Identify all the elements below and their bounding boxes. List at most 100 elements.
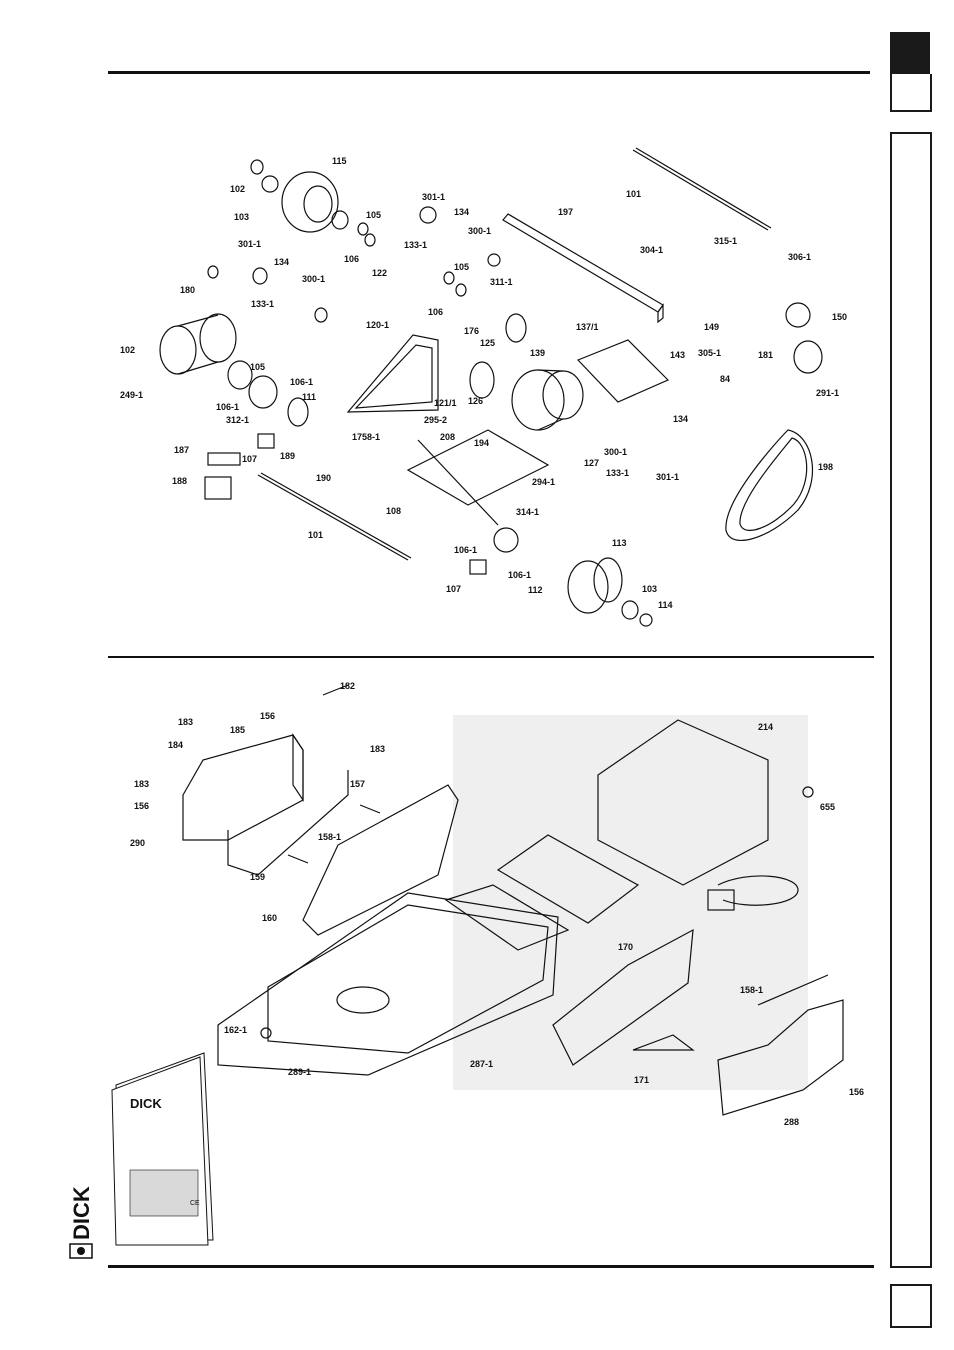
part-label: 156 — [260, 711, 275, 721]
part-label: 198 — [818, 462, 833, 472]
part-label: 162-1 — [224, 1025, 247, 1035]
part-label: 183 — [370, 744, 385, 754]
part-label: 249-1 — [120, 390, 143, 400]
page-number-box — [890, 1284, 932, 1328]
part-label: 125 — [480, 338, 495, 348]
part-label: 655 — [820, 802, 835, 812]
part-label: 149 — [704, 322, 719, 332]
part-label: 190 — [316, 473, 331, 483]
part-label: 134 — [454, 207, 469, 217]
part-label: 84 — [720, 374, 730, 384]
part-label: 133-1 — [606, 468, 629, 478]
part-label: 158-1 — [740, 985, 763, 995]
part-label: 105 — [250, 362, 265, 372]
part-label: 112 — [528, 585, 543, 595]
part-label: 103 — [234, 212, 249, 222]
part-label: 176 — [464, 326, 479, 336]
part-label: 295-2 — [424, 415, 447, 425]
part-label: 182 — [340, 681, 355, 691]
part-label: 113 — [612, 538, 627, 548]
part-label: 106-1 — [290, 377, 313, 387]
part-label: 114 — [658, 600, 673, 610]
part-label: 105 — [366, 210, 381, 220]
part-label: 133-1 — [251, 299, 274, 309]
logo-emblem-icon — [69, 1243, 93, 1259]
part-label: 111 — [302, 392, 316, 402]
part-label: 107 — [446, 584, 461, 594]
part-label: 101 — [626, 189, 641, 199]
part-label: 188 — [172, 476, 187, 486]
part-label: 139 — [530, 348, 545, 358]
part-label: 184 — [168, 740, 183, 750]
part-label: 305-1 — [698, 348, 721, 358]
logo-emblem-dot — [77, 1247, 85, 1255]
side-index-bar — [890, 132, 932, 1268]
bottom-rule — [108, 1265, 874, 1268]
part-label: 180 — [180, 285, 195, 295]
part-label: 185 — [230, 725, 245, 735]
part-label: 106 — [428, 307, 443, 317]
part-label: 133-1 — [404, 240, 427, 250]
part-label: 106 — [344, 254, 359, 264]
bottom-exploded-diagram: DICK CE 182 183 185 156 214 184 183 157 … — [111, 681, 864, 1246]
top-rule — [108, 71, 870, 74]
part-label: 183 — [134, 779, 149, 789]
part-label: 160 — [262, 913, 277, 923]
part-label: 312-1 — [226, 415, 249, 425]
part-label: 108 — [386, 506, 401, 516]
section-tab-empty — [890, 74, 932, 112]
part-label: 311-1 — [490, 277, 513, 287]
part-label: 120-1 — [366, 320, 389, 330]
part-label: 150 — [832, 312, 847, 322]
part-label: 300-1 — [604, 447, 627, 457]
part-label: 315-1 — [714, 236, 737, 246]
part-label: 300-1 — [468, 226, 491, 236]
section-tab-filled — [890, 32, 930, 74]
part-label: 197 — [558, 207, 573, 217]
part-label: 208 — [440, 432, 455, 442]
part-label: 102 — [230, 184, 245, 194]
manual-booklet — [111, 1052, 214, 1246]
bottom-callout-labels: 182 183 185 156 214 184 183 157 655 183 … — [130, 681, 864, 1127]
part-label: 214 — [758, 722, 773, 732]
part-label: 121/1 — [434, 398, 457, 408]
brand-name: DICK — [69, 1186, 94, 1240]
part-label: 134 — [673, 414, 688, 424]
part-label: 156 — [849, 1087, 864, 1097]
part-label: 294-1 — [532, 477, 555, 487]
part-label: 301-1 — [656, 472, 679, 482]
part-label: 127 — [584, 458, 599, 468]
part-label: 115 — [332, 156, 347, 166]
part-label: 314-1 — [516, 507, 539, 517]
part-label: 156 — [134, 801, 149, 811]
manual-brand: DICK — [130, 1096, 162, 1111]
part-label: 306-1 — [788, 252, 811, 262]
part-label: 183 — [178, 717, 193, 727]
part-label: 107 — [242, 454, 257, 464]
part-label: 187 — [174, 445, 189, 455]
part-label: 126 — [468, 396, 483, 406]
part-label: 289-1 — [288, 1067, 311, 1077]
part-label: 106-1 — [508, 570, 531, 580]
part-label: 171 — [634, 1075, 649, 1085]
part-label: 159 — [250, 872, 265, 882]
top-exploded-diagram: 115 102 103 101 105 301-1 134 133-1 106 … — [120, 147, 847, 627]
part-label: 101 — [308, 530, 323, 540]
manual-ce-mark: CE — [190, 1200, 200, 1207]
part-label: 143 — [670, 350, 685, 360]
part-label: 291-1 — [816, 388, 839, 398]
middle-rule — [108, 656, 874, 658]
part-label: 301-1 — [422, 192, 445, 202]
part-label: 103 — [642, 584, 657, 594]
part-label: 102 — [120, 345, 135, 355]
part-label: 134 — [274, 257, 289, 267]
part-label: 106-1 — [454, 545, 477, 555]
part-label: 157 — [350, 779, 365, 789]
dick-logo: DICK — [69, 1186, 94, 1259]
part-label: 170 — [618, 942, 633, 952]
part-label: 301-1 — [238, 239, 261, 249]
part-label: 287-1 — [470, 1059, 493, 1069]
part-label: 194 — [474, 438, 489, 448]
part-label: 1758-1 — [352, 432, 380, 442]
part-label: 181 — [758, 350, 773, 360]
